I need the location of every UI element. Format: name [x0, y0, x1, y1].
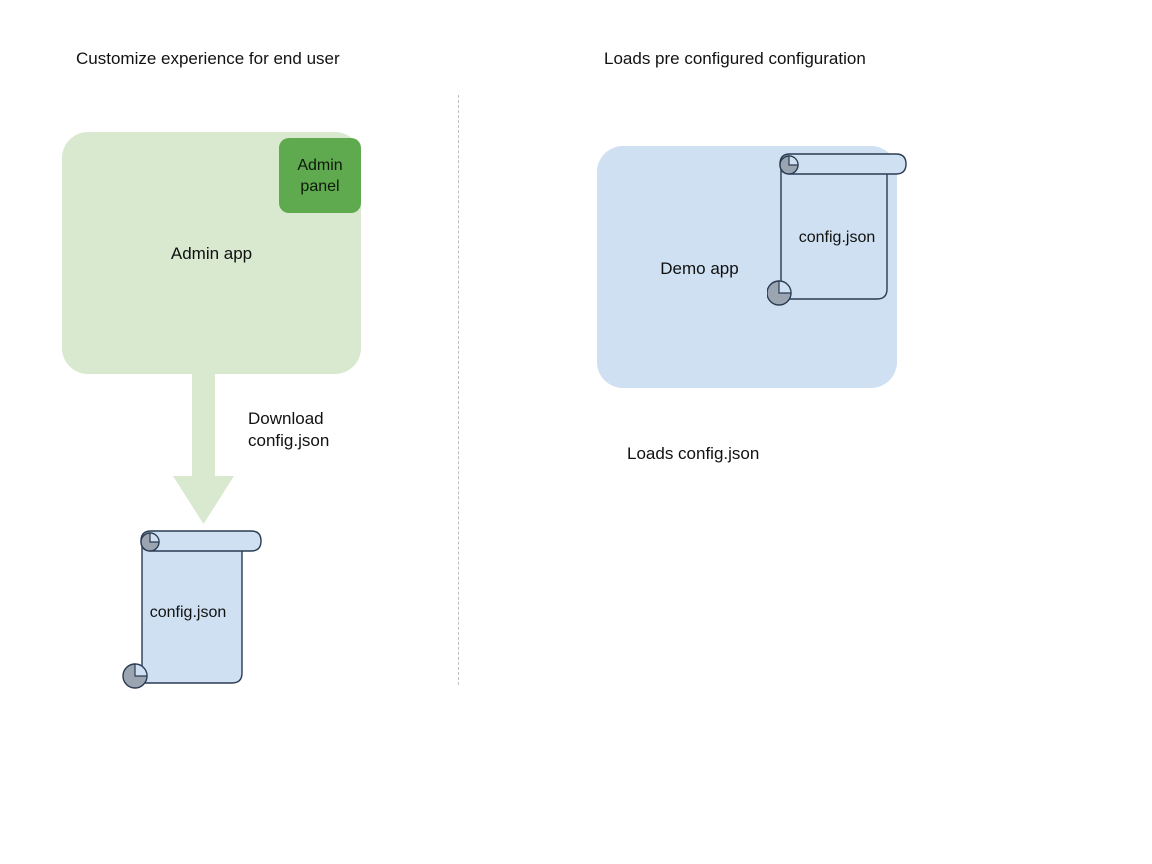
loads-config-caption: Loads config.json: [627, 444, 760, 463]
scroll-shape: [122, 530, 262, 689]
config-json-document-right[interactable]: config.json: [766, 152, 917, 310]
admin-app-label: Admin app: [170, 244, 253, 263]
config-json-document-left[interactable]: config.json: [118, 528, 268, 691]
download-arrow-icon: [173, 372, 234, 524]
demo-app-label: Demo app: [660, 259, 739, 278]
admin-panel-badge[interactable]: Admin panel: [279, 138, 361, 213]
left-column-title: Customize experience for end user: [76, 49, 340, 68]
download-arrow-label: Download config.json: [248, 409, 330, 450]
scroll-shape: [766, 153, 907, 306]
right-column-title: Loads pre configured configuration: [604, 49, 866, 68]
column-divider: [458, 95, 459, 685]
demo-app-container: Demo app: [597, 146, 897, 388]
